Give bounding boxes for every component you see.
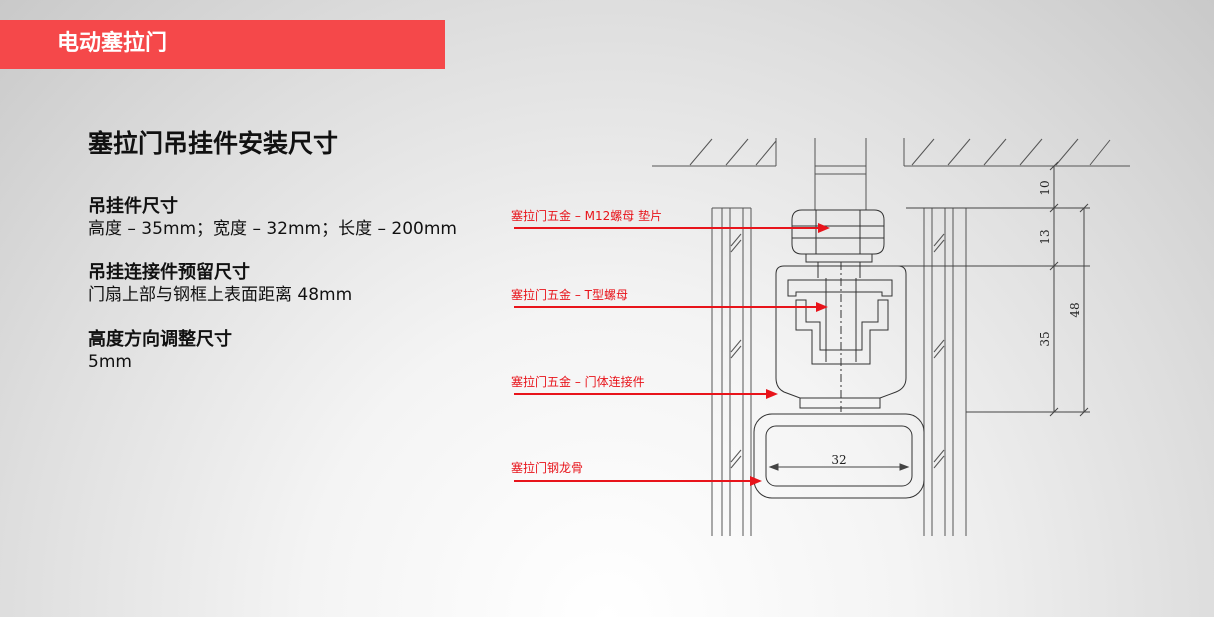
callout-label: 塞拉门五金 – T型螺母 [511, 287, 628, 302]
spec-value: 门扇上部与钢框上表面距离 48mm [88, 285, 353, 305]
dim-label-48: 48 [1068, 302, 1082, 317]
door-panel-right [923, 207, 967, 536]
callout-label: 塞拉门五金 – M12螺母 垫片 [511, 208, 662, 223]
spec-hanger-size: 吊挂件尺寸 高度 – 35mm；宽度 – 32mm；长度 – 200mm [88, 195, 457, 240]
callout-m12-nut: 塞拉门五金 – M12螺母 垫片 [511, 208, 830, 233]
banner-title: 电动塞拉门 [57, 31, 168, 56]
door-panel-left [711, 207, 752, 536]
spec-value: 5mm [88, 352, 132, 372]
callout-t-nut: 塞拉门五金 – T型螺母 [511, 287, 828, 312]
hanging-rod [814, 138, 867, 210]
spec-value: 高度 – 35mm；宽度 – 32mm；长度 – 200mm [88, 219, 457, 239]
dim-label-10: 10 [1038, 180, 1052, 195]
steel-keel [753, 413, 925, 499]
callout-label: 塞拉门钢龙骨 [511, 460, 583, 475]
callout-door-connector: 塞拉门五金 – 门体连接件 [511, 374, 778, 399]
callout-steel-keel: 塞拉门钢龙骨 [511, 460, 762, 486]
spec-title: 吊挂连接件预留尺寸 [88, 262, 250, 283]
t-nut-housing [775, 262, 907, 412]
dim-label-32: 32 [831, 453, 846, 467]
spec-title: 吊挂件尺寸 [88, 196, 178, 217]
section-heading: 塞拉门吊挂件安装尺寸 [88, 129, 339, 158]
m12-nut [791, 209, 885, 278]
callout-label: 塞拉门五金 – 门体连接件 [511, 374, 645, 389]
ceiling-right [903, 138, 1130, 167]
dim-label-13: 13 [1038, 229, 1052, 244]
spec-connector-reserve: 吊挂连接件预留尺寸 门扇上部与钢框上表面距离 48mm [88, 261, 352, 306]
spec-height-adjust: 高度方向调整尺寸 5mm [88, 328, 232, 373]
dim-label-35: 35 [1038, 331, 1052, 346]
spec-title: 高度方向调整尺寸 [88, 329, 232, 350]
title-banner: 电动塞拉门 [0, 20, 445, 69]
dimension-lines [768, 161, 1090, 471]
ceiling-left [652, 138, 777, 167]
